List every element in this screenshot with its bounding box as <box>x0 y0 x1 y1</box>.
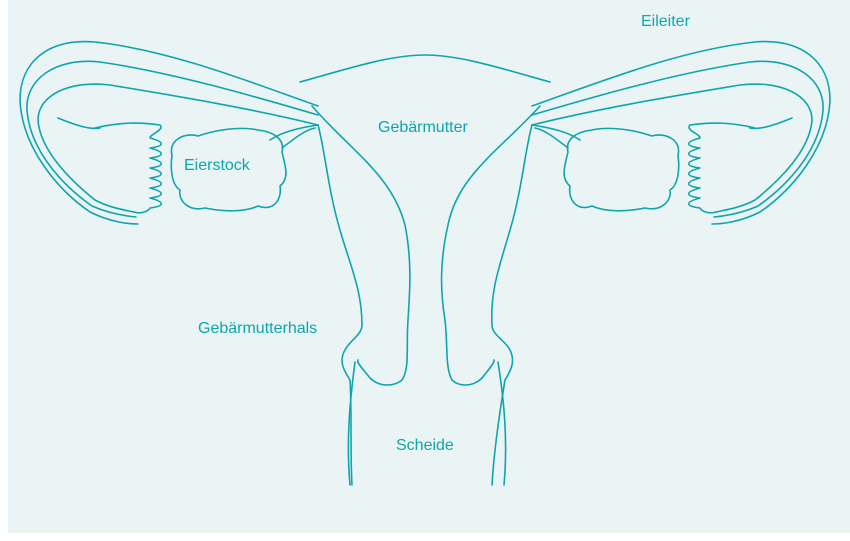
ovary-right <box>564 128 679 210</box>
uterus-wall-left <box>312 106 410 485</box>
uterus-wall-right <box>442 106 540 485</box>
label-eierstock: Eierstock <box>184 158 250 174</box>
ovary-ligament-right <box>532 125 580 148</box>
label-gebaermutterhals: Gebärmutterhals <box>198 321 317 337</box>
label-scheide: Scheide <box>396 438 454 454</box>
fimbriae-left <box>95 123 161 213</box>
ovary-ligament-left <box>270 125 318 148</box>
fallopian-tube-right <box>532 42 830 224</box>
fallopian-tube-left <box>20 42 318 224</box>
uterus-fundus <box>300 55 550 82</box>
fimbriae-right <box>689 123 755 213</box>
label-eileiter: Eileiter <box>641 14 690 30</box>
label-gebaermutter: Gebärmutter <box>378 120 468 136</box>
